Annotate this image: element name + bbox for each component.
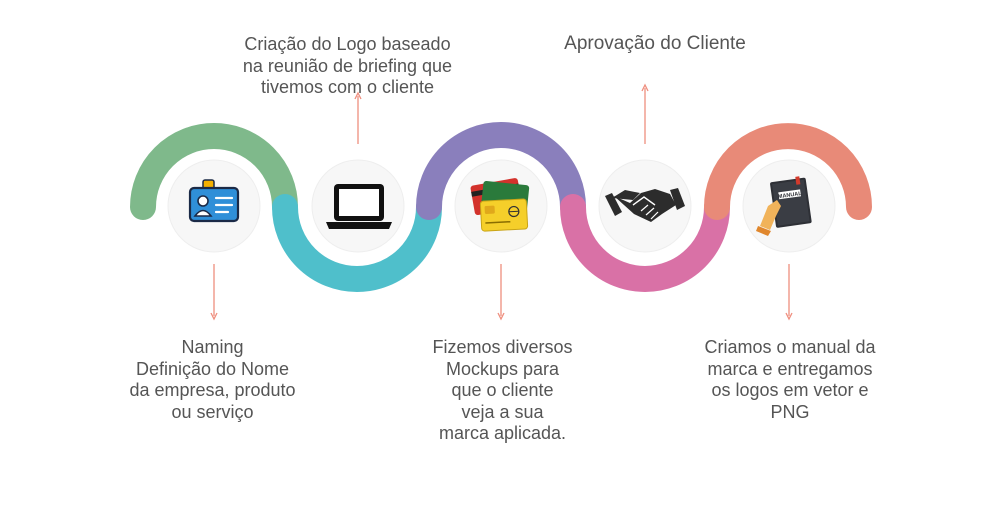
wave-segment-purple <box>416 122 586 220</box>
wave-segment-green <box>130 123 298 220</box>
caption-line: Aprovação do Cliente <box>564 33 746 54</box>
handshake-icon <box>605 188 685 222</box>
wave-segment-teal <box>272 194 442 292</box>
caption-line: Definição do Nome <box>135 358 290 379</box>
caption-line: os logos em vetor e <box>711 380 869 400</box>
step-5-caption: Criamos o manual da marca e entregamos o… <box>680 337 900 423</box>
wave-segment-pink <box>560 194 730 292</box>
caption-line: Mockups para <box>445 358 560 379</box>
connector-step-3 <box>497 264 505 321</box>
id-card-icon <box>188 179 240 223</box>
step-4-caption: Aprovação do Cliente <box>520 33 790 55</box>
manual-book-icon: MANUAL <box>756 176 812 236</box>
step-2-caption: Criação do Logo baseado na reunião de br… <box>210 34 485 99</box>
caption-line: Naming <box>181 337 244 357</box>
caption-line: PNG <box>770 401 810 422</box>
connector-step-2 <box>354 91 362 144</box>
caption-line: tivemos com o cliente <box>260 77 435 97</box>
caption-line: veja a sua <box>461 401 544 422</box>
book-label: MANUAL <box>778 191 803 200</box>
cards-icon <box>470 178 530 232</box>
caption-line: ou serviço <box>171 401 254 422</box>
connector-step-1 <box>210 264 218 321</box>
caption-line: da empresa, produto <box>129 380 296 400</box>
wave-segment-salmon <box>704 123 872 220</box>
connector-step-5 <box>785 264 793 321</box>
caption-line: que o cliente <box>451 380 554 400</box>
caption-line: Criamos o manual da <box>704 337 876 357</box>
connector-step-4 <box>641 83 649 144</box>
caption-line: marca e entregamos <box>707 358 873 379</box>
caption-line: marca aplicada. <box>438 423 567 443</box>
caption-line: na reunião de briefing que <box>242 55 453 76</box>
laptop-icon <box>326 184 392 229</box>
caption-line: Criação do Logo baseado <box>244 34 451 54</box>
step-3-caption: Fizemos diversos Mockups para que o clie… <box>400 337 605 445</box>
step-1-caption: Naming Definição do Nome da empresa, pro… <box>105 337 320 423</box>
caption-line: Fizemos diversos <box>432 337 573 357</box>
